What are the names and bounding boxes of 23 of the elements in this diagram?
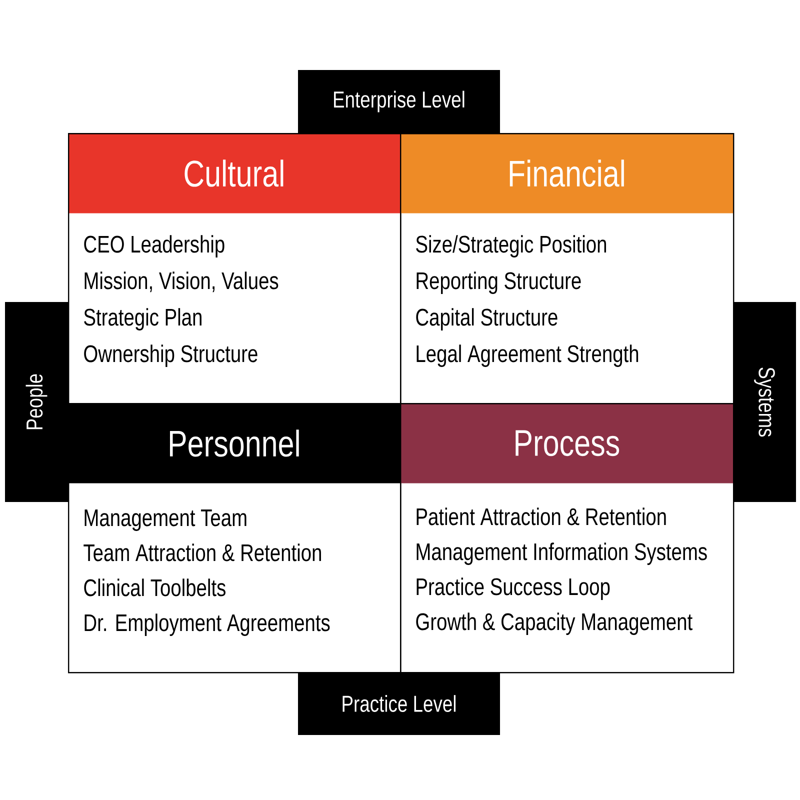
list-item: Reporting Structure [416,272,581,294]
list-item: Patient Attraction & Retention [416,508,666,526]
list-item: Practice Success Loop [416,578,610,600]
header-band: Process [400,403,734,484]
list-item: Dr. Employment Agreements [84,614,330,636]
list-item: Management Team [84,510,246,531]
label-tab: Systems [733,302,796,502]
list-item: Capital Structure [416,308,558,330]
list-item: Size/Strategic Position [416,235,606,258]
list-item: Ownership Structure [84,344,258,367]
list-item: CEO Leadership [84,235,224,258]
header-band: Cultural [68,133,400,214]
list-item: Strategic Plan [84,308,202,330]
label-tab: Enterprise Level [298,70,500,133]
list-item: Legal Agreement Strength [416,344,638,367]
list-item: Management Information Systems [416,542,707,565]
list-item: Mission, Vision, Values [84,272,278,292]
list-item: Team Attraction & Retention [84,544,321,562]
list-item: Growth & Capacity Management [416,612,692,635]
label-tab: People [5,302,68,502]
header-band: Financial [400,133,734,214]
label-tab: Practice Level [298,672,500,735]
list-item: Clinical Toolbelts [84,578,226,596]
